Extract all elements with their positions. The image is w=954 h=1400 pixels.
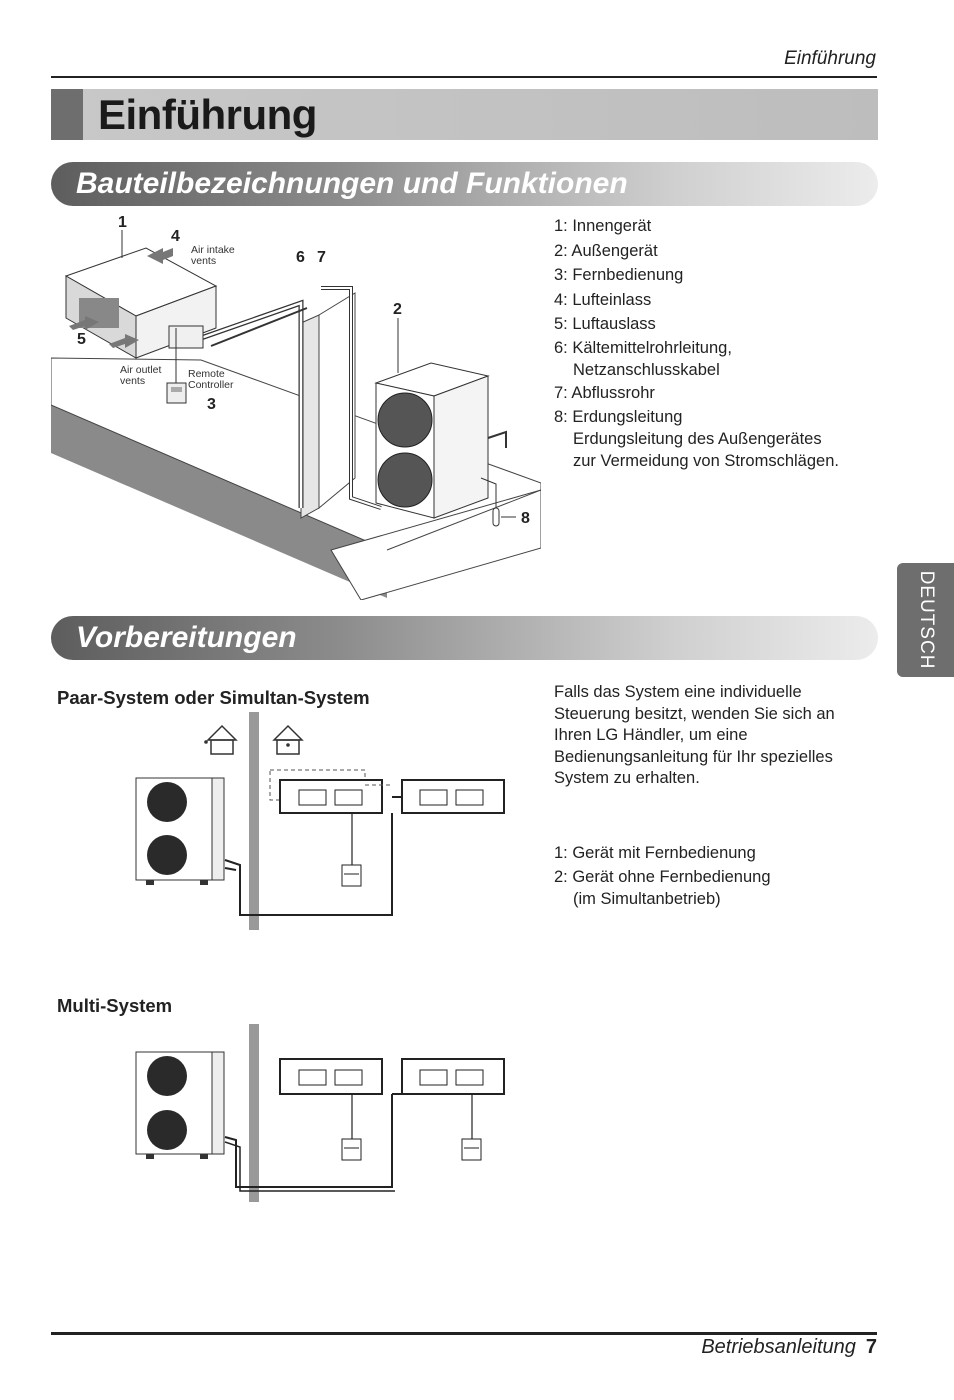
legend-item-continuation: (im Simultanbetrieb) [573, 890, 721, 908]
refrigerant-pipe-inner [200, 301, 303, 508]
remote-label: Controller [188, 379, 234, 391]
callout-6: 6 [296, 249, 305, 266]
section-heading: Bauteilbezeichnungen und Funktionen [76, 167, 628, 200]
indoor-unit-2 [401, 779, 505, 814]
house-icon-1 [204, 724, 238, 755]
legend-item: 1: Gerät mit Fernbedienung [554, 844, 756, 862]
legend-item: 5: Luftauslass [554, 315, 656, 334]
ground-wire [487, 430, 507, 448]
language-tab: DEUTSCH [897, 563, 954, 677]
air-outlet-label: Air outlet [120, 364, 162, 376]
outdoor-unit [135, 777, 225, 885]
wall-divider [249, 712, 259, 930]
house-icon-2 [272, 724, 304, 755]
intake-arrow [147, 248, 173, 264]
component-legend: 1: Innengerät 2: Außengerät 3: Fernbedie… [554, 214, 839, 472]
remote-controller [461, 1138, 482, 1161]
footer-label: Betriebsanleitung [701, 1336, 856, 1358]
remote-controller [341, 1138, 362, 1161]
outlet-arrow-2 [109, 334, 139, 348]
language-tab-label: DEUTSCH [915, 570, 937, 670]
legend-item-continuation: Erdungsleitung des Außengerätes [573, 429, 822, 448]
fan-icon [147, 1110, 187, 1150]
pipe-line [224, 1141, 395, 1192]
indoor-box [168, 325, 204, 349]
info-paragraph: Falls das System eine individuelle Steue… [554, 683, 835, 788]
fan-icon [147, 782, 187, 822]
pair-system-diagram [135, 712, 505, 930]
multi-system-diagram [135, 1024, 505, 1202]
drain-pipe-inner [321, 287, 382, 509]
remote-screen [171, 387, 182, 392]
indoor-unit-2 [401, 1058, 505, 1095]
callout-8: 8 [521, 510, 530, 527]
legend-item: 3: Fernbedienung [554, 266, 684, 285]
remote-label: Remote [188, 368, 225, 380]
legend-item-continuation: Netzanschlusskabel [573, 360, 720, 379]
legend-item-continuation: zur Vermeidung von Stromschlägen. [573, 451, 839, 470]
pillar [300, 314, 320, 519]
indoor-unit-1 [279, 1058, 383, 1095]
callout-4: 4 [171, 228, 180, 245]
air-outlet-label: vents [120, 375, 145, 387]
ground-edge [386, 489, 541, 551]
remote-controller [341, 864, 362, 887]
legend-item: 7: Abflussrohr [554, 383, 655, 402]
air-intake-label: vents [191, 255, 216, 267]
subheading-multi-system: Multi-System [57, 995, 173, 1016]
page-title: Einführung [98, 91, 317, 138]
title-marker [51, 89, 83, 140]
pipe-line [224, 1094, 393, 1188]
fan-icon [147, 835, 187, 875]
earth-rod [492, 507, 500, 527]
remote-controller [166, 382, 187, 404]
indoor-unit-side [135, 285, 217, 359]
legend-item: 8: Erdungsleitung [554, 407, 683, 426]
legend-item: 1: Innengerät [554, 217, 652, 235]
pillar-side [318, 292, 356, 510]
ground [330, 489, 541, 600]
section-heading: Vorbereitungen [76, 621, 297, 654]
title-bar: Einführung [51, 89, 878, 140]
fan-icon [377, 392, 433, 448]
fan-icon [377, 452, 433, 508]
installation-diagram: 1 4 5 3 6 7 2 8 Air intake vents Air out… [51, 214, 541, 600]
outdoor-unit [135, 1051, 225, 1159]
running-header: Einführung [784, 48, 876, 69]
system-legend: 1: Gerät mit Fernbedienung 2: Gerät ohne… [554, 841, 771, 909]
outdoor-unit-side [433, 375, 489, 519]
wall-divider [249, 1024, 259, 1202]
subheading-pair-system: Paar-System oder Simultan-System [57, 687, 370, 708]
section-heading-bar: Vorbereitungen [51, 616, 878, 660]
section-heading-bar: Bauteilbezeichnungen und Funktionen [51, 162, 878, 206]
page-footer: Betriebsanleitung 7 [701, 1336, 877, 1359]
legend-item: 2: Gerät ohne Fernbedienung [554, 868, 771, 886]
callout-2: 2 [393, 301, 402, 318]
wall-face [51, 405, 387, 598]
callout-5: 5 [77, 331, 86, 348]
pipe-line [224, 867, 237, 871]
outlet-arrow-1 [69, 316, 99, 330]
page-number: 7 [865, 1336, 877, 1358]
pipe-line [210, 307, 308, 347]
bottom-rule [51, 1332, 877, 1335]
top-rule [51, 76, 877, 78]
dashed-group [269, 769, 366, 801]
legend-item: 2: Außengerät [554, 241, 658, 260]
fan-icon [147, 1056, 187, 1096]
callout-1: 1 [118, 214, 127, 231]
pipe-line [224, 813, 393, 916]
legend-item: 4: Lufteinlass [554, 290, 652, 309]
air-intake-label: Air intake [191, 244, 235, 256]
legend-item: 6: Kältemittelrohrleitung, [554, 338, 732, 357]
callout-3: 3 [207, 396, 216, 413]
ground-lead [480, 477, 497, 508]
callout-7: 7 [317, 249, 326, 266]
